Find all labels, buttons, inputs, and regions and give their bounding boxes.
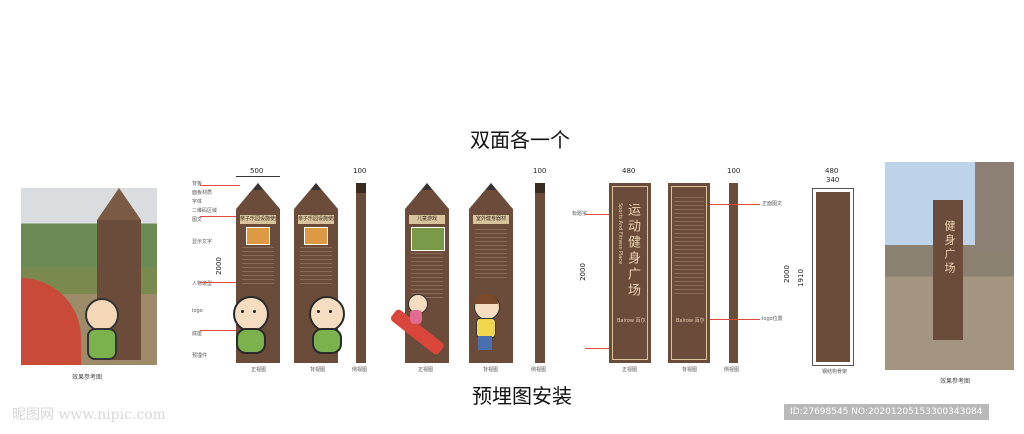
- steel-frame: [812, 188, 854, 366]
- annotation-line-4: [200, 330, 240, 331]
- red-track: [21, 278, 81, 365]
- fitness-side-view: 侧视图: [724, 367, 740, 373]
- dim-2000-a: 2000: [214, 257, 223, 275]
- photo-cartoon-boy: [81, 298, 121, 360]
- side-bar-2: [535, 183, 545, 363]
- right-photo-caption: 效果参考图: [940, 378, 971, 385]
- fitness-vertical-en: Sports And Fitness Place: [617, 203, 623, 265]
- sign-2-header: 亲子乐园设施使用须知: [298, 215, 334, 224]
- side-bar-1: [356, 183, 366, 363]
- annotation-5: 图文: [192, 217, 203, 223]
- annotation-1: 背板: [192, 181, 203, 187]
- left-annotations: 背板 面板材质 字体 二维码区域 图文 显示文字 人物造型 logo 底座 预埋…: [192, 180, 252, 365]
- annotation-9: 底座: [192, 331, 203, 337]
- sign-1-header: 亲子乐园设施使用须知: [240, 215, 276, 224]
- mid-annotation-3: logo位置: [762, 316, 783, 322]
- annotation-line-1: [200, 185, 240, 186]
- annotation-6: 显示文字: [192, 239, 213, 245]
- fitness-sign-front: 运动健身广场 Sports And Fitness Place Bairow 百…: [609, 183, 651, 363]
- mid-annotation-2: 正面图文: [762, 201, 783, 207]
- dim-2000-b: 2000: [578, 263, 587, 281]
- annotation-2: 面板材质: [192, 190, 213, 196]
- fitness-front-view: 正视图: [622, 367, 638, 373]
- right-photo-buildings: [975, 162, 1014, 252]
- dim-100-b: 100: [533, 167, 547, 175]
- image-id: ID:27698545 NO:20201205153300343084: [784, 404, 989, 420]
- dim-1910: 1910: [796, 269, 805, 287]
- dim-340: 340: [826, 176, 840, 184]
- mid-line-3: [710, 204, 760, 205]
- cartoon-boy-1: [230, 296, 270, 356]
- annotation-line-3: [200, 282, 240, 283]
- fitness-brand-back: Bairow 百尔: [676, 318, 705, 324]
- pencil-4-view: 背视图: [483, 367, 499, 373]
- side-2-view: 侧视图: [531, 367, 547, 373]
- cartoon-girl-slide: [389, 294, 454, 358]
- cartoon-boy-2: [306, 296, 346, 356]
- sign-3-header: 儿童游戏: [409, 215, 445, 224]
- bottom-title: 预埋图安装: [472, 384, 572, 408]
- fitness-brand-front: Bairow 百尔: [617, 318, 646, 324]
- cartoon-boy-running: [468, 294, 508, 358]
- steel-frame-view: 钢结构骨架: [822, 369, 848, 375]
- left-reference-photo: [21, 188, 157, 365]
- sign-4-header: 室外健身器材: [473, 215, 509, 224]
- annotation-10: 预埋件: [192, 353, 208, 359]
- side-bar-3: [729, 183, 738, 363]
- right-reference-photo: 健身广场: [885, 162, 1014, 370]
- mid-annotation-1: 标题字: [572, 211, 588, 217]
- dim-100-a: 100: [353, 167, 367, 175]
- fitness-back-view: 背视图: [682, 367, 698, 373]
- pencil-1-view: 正视图: [251, 367, 267, 373]
- dim-100-c: 100: [727, 167, 741, 175]
- dim-2000-c: 2000: [782, 265, 791, 283]
- annotation-3: 字体: [192, 199, 203, 205]
- annotation-8: logo: [192, 308, 203, 314]
- mid-line-4: [710, 319, 760, 320]
- dim-480-a: 480: [622, 167, 636, 175]
- watermark: 昵图网 www.nipic.com: [12, 407, 166, 423]
- annotation-line-2: [200, 216, 240, 217]
- top-title: 双面各一个: [470, 128, 570, 152]
- annotation-7: 人物造型: [192, 281, 213, 287]
- left-photo-caption: 效果参考图: [72, 374, 103, 381]
- pencil-3-view: 正视图: [418, 367, 434, 373]
- mid-line-2: [585, 348, 613, 349]
- dim-480-b: 480: [825, 167, 839, 175]
- annotation-4: 二维码区域: [192, 208, 218, 214]
- right-photo-sign: 健身广场: [933, 200, 963, 340]
- side-1-view: 侧视图: [352, 367, 368, 373]
- dim-500-line: [236, 176, 280, 177]
- pencil-sign-photo: [97, 188, 141, 220]
- right-photo-sign-text: 健身广场: [943, 220, 956, 276]
- mid-line-1: [585, 214, 613, 215]
- pencil-2-view: 背视图: [310, 367, 326, 373]
- fitness-sign-back: Bairow 百尔: [668, 183, 710, 363]
- fitness-vertical-title: 运动健身广场: [625, 203, 640, 299]
- dim-500: 500: [250, 167, 264, 175]
